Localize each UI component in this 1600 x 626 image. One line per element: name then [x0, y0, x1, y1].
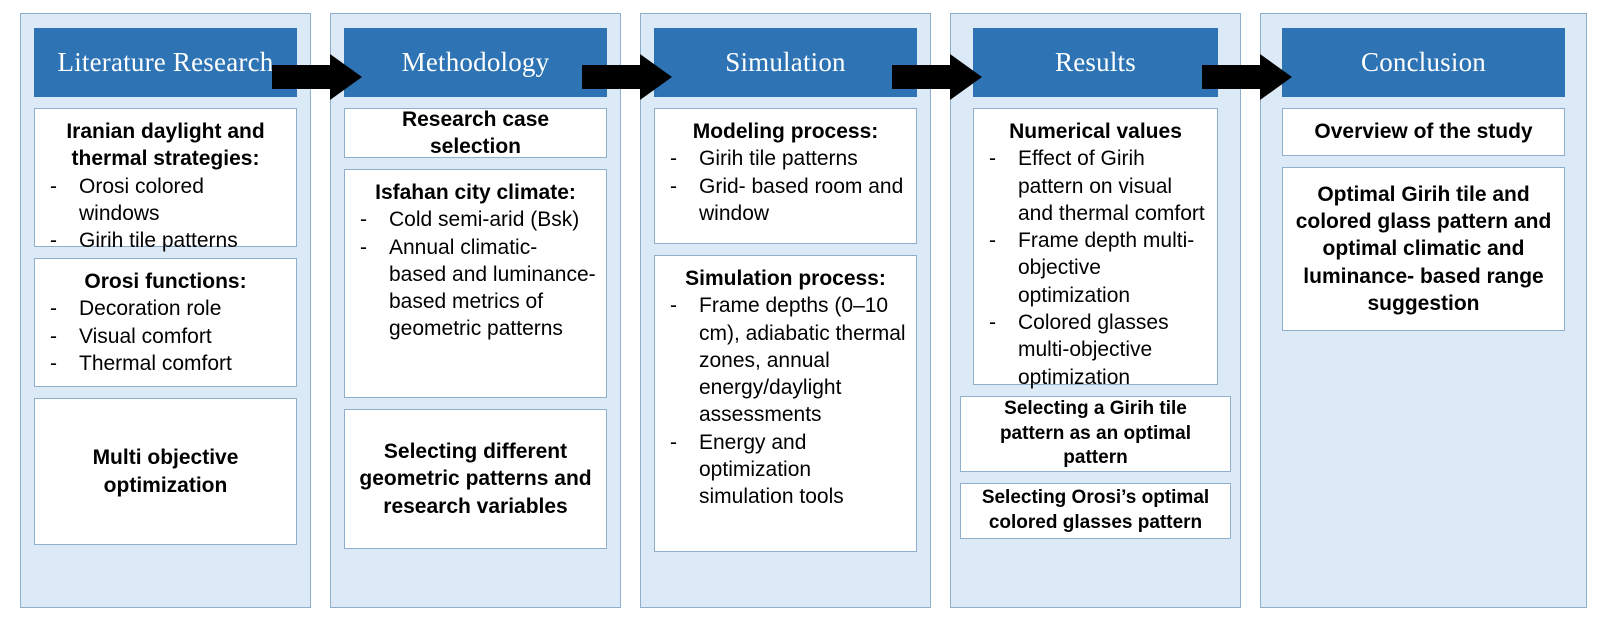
list-item: Effect of Girih pattern on visual and th…: [983, 145, 1208, 227]
phase-column-conclusion: Conclusion Overview of the study Optimal…: [1260, 13, 1587, 608]
bullet-list: Girih tile patterns Grid- based room and…: [664, 145, 907, 227]
list-item: Decoration role: [44, 295, 287, 323]
list-item: Visual comfort: [44, 323, 287, 351]
list-item: Energy and optimization simulation tools: [664, 429, 907, 511]
list-item: Frame depth multi-objective optimization: [983, 227, 1208, 309]
list-item: Annual climatic- based and luminance- ba…: [354, 234, 597, 343]
phase-header-literature-research[interactable]: Literature Research: [34, 28, 297, 97]
card-simulation-process: Simulation process: Frame depths (0–10 c…: [654, 255, 917, 552]
list-item: Girih tile patterns: [44, 227, 287, 255]
card-text: Selecting different geometric patterns a…: [359, 440, 592, 518]
list-item: Grid- based room and window: [664, 173, 907, 228]
phase-column-literature-research: Literature Research Iranian daylight and…: [20, 13, 311, 608]
phase-header-results[interactable]: Results: [973, 28, 1218, 97]
card-text: Selecting a Girih tile pattern as an opt…: [999, 397, 1192, 469]
card-text: Selecting Orosi’s optimal colored glasse…: [981, 487, 1210, 533]
card-orosi-functions: Orosi functions: Decoration role Visual …: [34, 258, 297, 387]
card-text: Research case selection: [401, 107, 550, 158]
card-title: Isfahan city climate:: [375, 181, 576, 204]
card-iranian-strategies: Iranian daylight and thermal strategies:…: [34, 108, 297, 255]
list-item: Girih tile patterns: [664, 145, 907, 173]
card-modeling-process: Modeling process: Girih tile patterns Gr…: [654, 108, 917, 244]
bullet-list: Cold semi-arid (Bsk) Annual climatic- ba…: [354, 206, 597, 342]
card-title: Orosi functions:: [84, 270, 247, 293]
phase-header-conclusion[interactable]: Conclusion: [1282, 28, 1565, 97]
card-isfahan-city-climate: Isfahan city climate: Cold semi-arid (Bs…: [344, 169, 607, 398]
card-numerical-values: Numerical values Effect of Girih pattern…: [973, 108, 1218, 389]
card-title: Simulation process:: [685, 267, 886, 290]
card-multi-objective-optimization: Multi objective optimization: [34, 398, 297, 545]
bullet-list: Decoration role Visual comfort Thermal c…: [44, 295, 287, 377]
card-overview-of-the-study: Overview of the study: [1282, 108, 1565, 156]
list-item: Frame depths (0–10 cm), adiabatic therma…: [664, 292, 907, 428]
bullet-list: Frame depths (0–10 cm), adiabatic therma…: [664, 292, 907, 510]
list-item: Orosi colored windows: [44, 173, 287, 228]
phase-column-results: Results Numerical values Effect of Girih…: [950, 13, 1241, 608]
bullet-list: Effect of Girih pattern on visual and th…: [983, 145, 1208, 391]
card-text: Multi objective optimization: [92, 446, 239, 497]
card-research-case-selection: Research case selection: [344, 108, 607, 158]
list-item: Thermal comfort: [44, 350, 287, 378]
card-text: Overview of the study: [1314, 120, 1533, 144]
list-item: Cold semi-arid (Bsk): [354, 206, 597, 234]
card-title: Modeling process:: [692, 120, 879, 143]
phase-column-simulation: Simulation Modeling process: Girih tile …: [640, 13, 931, 608]
card-title: Iranian daylight and thermal strategies:: [66, 120, 265, 171]
bullet-list: Orosi colored windows Girih tile pattern…: [44, 173, 287, 255]
phase-header-methodology[interactable]: Methodology: [344, 28, 607, 97]
card-optimal-girih-and-glass-pattern: Optimal Girih tile and colored glass pat…: [1282, 167, 1565, 331]
card-selecting-orosi-colored-glasses: Selecting Orosi’s optimal colored glasse…: [960, 483, 1231, 539]
phase-header-simulation[interactable]: Simulation: [654, 28, 917, 97]
card-title: Numerical values: [1009, 120, 1182, 143]
card-selecting-girih-tile-pattern: Selecting a Girih tile pattern as an opt…: [960, 396, 1231, 472]
card-selecting-patterns-variables: Selecting different geometric patterns a…: [344, 409, 607, 549]
phase-column-methodology: Methodology Research case selection Isfa…: [330, 13, 621, 608]
card-text: Optimal Girih tile and colored glass pat…: [1295, 182, 1552, 315]
list-item: Colored glasses multi-objective optimiza…: [983, 309, 1208, 391]
